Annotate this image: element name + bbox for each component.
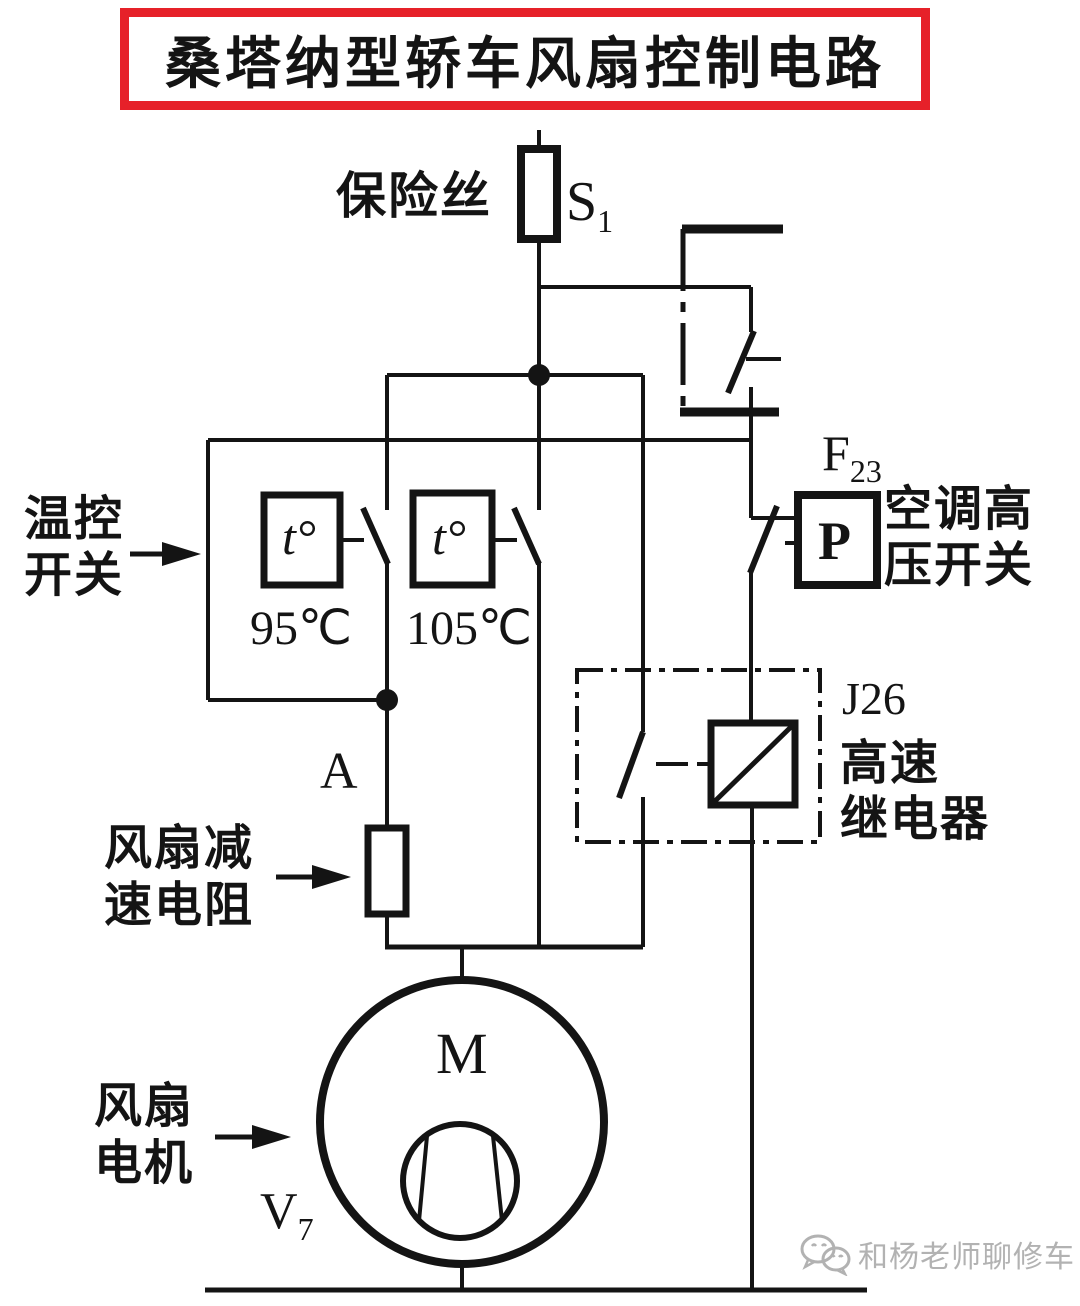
resistor-symbol (364, 824, 410, 947)
fuse-symbol (517, 130, 561, 377)
wechat-icon (800, 1234, 851, 1276)
temp-105-value: 105℃ (406, 602, 532, 655)
temp-switch-box (206, 438, 751, 711)
pointer-arrows (130, 542, 351, 1149)
relay-j26 (575, 668, 822, 844)
top-right-contact (539, 224, 783, 518)
thermo-switch-105 (409, 377, 542, 947)
pressure-symbol: P (818, 511, 851, 571)
title-box: 桑塔纳型轿车风扇控制电路 (120, 8, 930, 110)
temp-switch-label: 温控 开关 (24, 493, 125, 602)
page-title: 桑塔纳型轿车风扇控制电路 (165, 31, 885, 95)
thermo-switch-95 (260, 375, 391, 828)
relay-label: 高速 继电器 (840, 737, 991, 846)
f23-id: F23 (822, 425, 882, 489)
fuse-label: 保险丝 (336, 168, 492, 224)
ac-switch-label: 空调高 压开关 (884, 483, 1035, 592)
motor-label: 风扇 电机 (94, 1080, 195, 1190)
relay-id: J26 (842, 673, 906, 724)
thermo-95-symbol: t° (282, 509, 316, 565)
fuse-id: S1 (566, 171, 614, 239)
watermark: 和杨老师聊修车 (798, 1232, 1075, 1276)
thermo-105-symbol: t° (432, 509, 466, 565)
motor-id: V7 (260, 1183, 314, 1247)
motor-symbol (316, 944, 643, 1290)
watermark-text: 和杨老师聊修车 (858, 1241, 1075, 1274)
resistor-label: 风扇减 速电阻 (104, 822, 255, 932)
pressure-switch-f23 (747, 491, 881, 1290)
relay-contact-branch (616, 375, 646, 947)
junction-bus (387, 364, 643, 386)
node-a-label: A (320, 743, 358, 800)
motor-m-symbol: M (436, 1021, 488, 1086)
temp-95-value: 95℃ (250, 602, 352, 655)
